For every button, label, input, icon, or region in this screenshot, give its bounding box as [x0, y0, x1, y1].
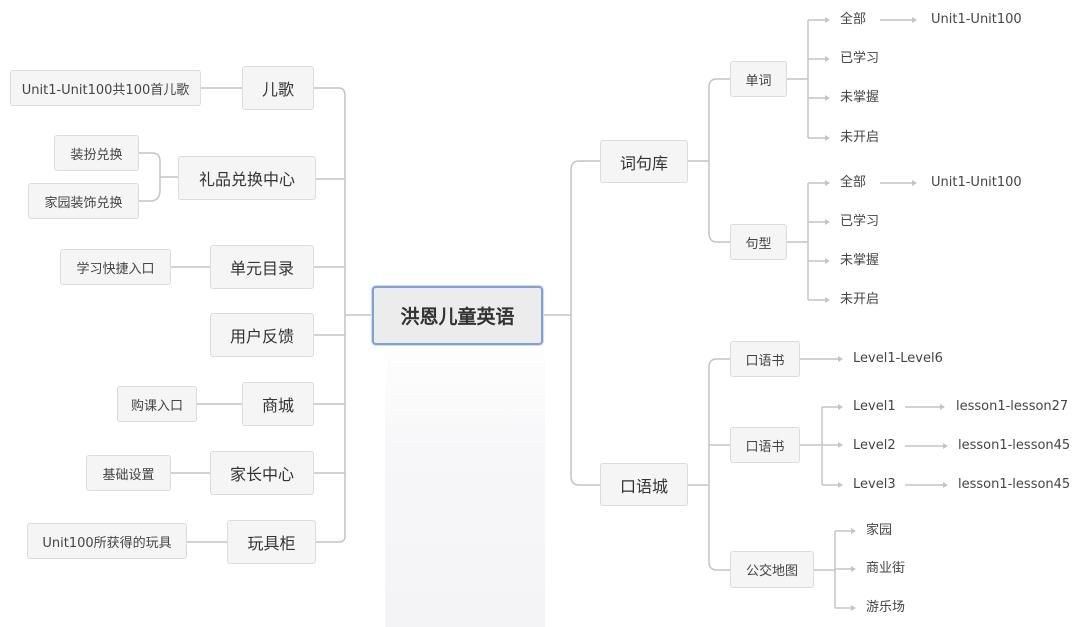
leaf-outfit-exchange[interactable]: 装扮兑换	[54, 135, 139, 171]
text-sentences-all[interactable]: 全部	[840, 175, 867, 190]
text-shopping-street[interactable]: 商业街	[866, 561, 906, 576]
leaf-home-decor-exchange[interactable]: 家园装饰兑换	[28, 183, 139, 219]
node-unit-catalog[interactable]: 单元目录	[210, 245, 314, 289]
text-level2[interactable]: Level2	[853, 438, 896, 453]
text-level1[interactable]: Level1	[853, 399, 896, 414]
leaf-buy-course[interactable]: 购课入口	[117, 386, 197, 422]
node-words[interactable]: 单词	[730, 61, 787, 97]
leaf-unit100-toys[interactable]: Unit100所获得的玩具	[27, 523, 187, 559]
node-speaking-book-2[interactable]: 口语书	[730, 427, 800, 463]
text-sentences-all-range[interactable]: Unit1-Unit100	[931, 175, 1022, 190]
node-parent-center[interactable]: 家长中心	[210, 451, 314, 495]
text-level1-lessons[interactable]: lesson1-lesson27	[956, 399, 1069, 414]
text-words-learned[interactable]: 已学习	[840, 51, 880, 66]
text-level2-lessons[interactable]: lesson1-lesson45	[958, 438, 1071, 453]
text-words-locked[interactable]: 未开启	[840, 130, 880, 145]
node-speaking-book-1[interactable]: 口语书	[730, 341, 800, 377]
text-home[interactable]: 家园	[866, 523, 893, 538]
text-sentences-locked[interactable]: 未开启	[840, 292, 880, 307]
text-sentences-learned[interactable]: 已学习	[840, 214, 880, 229]
node-gift-center[interactable]: 礼品兑换中心	[178, 156, 316, 200]
text-sentences-unmastered[interactable]: 未掌握	[840, 253, 880, 268]
text-amusement-park[interactable]: 游乐场	[866, 600, 906, 615]
text-words-unmastered[interactable]: 未掌握	[840, 90, 880, 105]
text-level3[interactable]: Level3	[853, 477, 896, 492]
leaf-basic-settings[interactable]: 基础设置	[86, 455, 171, 491]
node-phrase-library[interactable]: 词句库	[600, 140, 688, 183]
node-mall[interactable]: 商城	[242, 382, 314, 426]
root-node[interactable]: 洪恩儿童英语	[372, 286, 543, 345]
text-words-all-range[interactable]: Unit1-Unit100	[931, 12, 1022, 27]
node-speaking-city[interactable]: 口语城	[600, 463, 688, 506]
background-glow	[385, 330, 545, 627]
text-level-range[interactable]: Level1-Level6	[853, 351, 943, 366]
leaf-quick-entry[interactable]: 学习快捷入口	[60, 249, 171, 285]
node-songs[interactable]: 儿歌	[242, 66, 314, 110]
node-toy-cabinet[interactable]: 玩具柜	[227, 520, 316, 564]
leaf-songs-range[interactable]: Unit1-Unit100共100首儿歌	[10, 70, 201, 106]
text-level3-lessons[interactable]: lesson1-lesson45	[958, 477, 1071, 492]
text-words-all[interactable]: 全部	[840, 12, 867, 27]
node-bus-map[interactable]: 公交地图	[730, 551, 814, 588]
node-feedback[interactable]: 用户反馈	[210, 313, 314, 357]
node-sentences[interactable]: 句型	[730, 224, 787, 260]
